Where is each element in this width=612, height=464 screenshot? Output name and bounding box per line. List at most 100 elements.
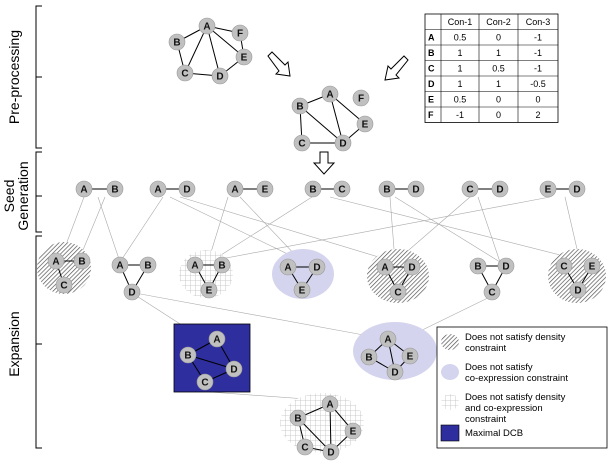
graph-ABCDE-node-a: A	[321, 395, 339, 413]
legend-label: Maximal DCB	[465, 428, 523, 439]
graph-ACD-node-d: D	[403, 258, 421, 276]
table-cell: 0.5	[454, 33, 467, 43]
stage-label-expansion: Expansion	[6, 311, 22, 376]
seed-node-a: A	[75, 180, 93, 198]
table-cell: 0.5	[454, 95, 467, 105]
legend-swatch	[441, 364, 459, 380]
graph-ACD-node-a: A	[376, 258, 394, 276]
graph-maximal-ABCD-node-d: D	[225, 360, 243, 378]
graph-original-node-a: A	[198, 17, 216, 35]
table-cell: 1	[457, 64, 462, 74]
graph-maximal-ABCD-node-b: B	[179, 346, 197, 364]
graph-CDE-node-d: D	[569, 281, 587, 299]
seed-node-b: B	[106, 180, 124, 198]
seed-node-d: D	[178, 180, 196, 198]
svg-text:E: E	[407, 352, 414, 363]
graph-original-node-e: E	[235, 48, 253, 66]
legend-swatch	[441, 394, 459, 410]
svg-text:B: B	[184, 351, 191, 362]
svg-text:D: D	[183, 185, 190, 196]
svg-text:A: A	[384, 335, 391, 346]
svg-text:E: E	[350, 427, 357, 438]
seed-node-e: E	[256, 180, 274, 198]
svg-text:E: E	[362, 120, 369, 131]
table-cell: 0.5	[492, 64, 505, 74]
graph-ABDE-node-e: E	[401, 347, 419, 365]
svg-text:C: C	[298, 139, 305, 150]
graph-ABD-node-b: B	[139, 256, 157, 274]
svg-text:A: A	[381, 263, 388, 274]
table-cell: B	[428, 48, 435, 58]
graph-filtered-node-c: C	[293, 134, 311, 152]
svg-text:B: B	[144, 261, 151, 272]
graph-ABCDE-node-d: D	[322, 443, 340, 461]
graph-original-node-b: B	[168, 33, 186, 51]
stage-label-preprocessing: Pre-processing	[6, 30, 22, 124]
graph-maximal-ABCD-node-c: C	[196, 373, 214, 391]
seed-node-a: A	[149, 180, 167, 198]
svg-text:B: B	[78, 257, 85, 268]
table-cell: 0	[496, 95, 501, 105]
svg-text:C: C	[181, 69, 188, 80]
legend-swatch	[440, 424, 460, 442]
seed-node-d: D	[491, 180, 509, 198]
svg-text:D: D	[339, 139, 346, 150]
svg-text:E: E	[545, 185, 552, 196]
svg-text:D: D	[408, 263, 415, 274]
graph-filtered-node-f: F	[352, 89, 370, 107]
flow-arrows	[267, 51, 409, 175]
legend-item-blue: Maximal DCB	[440, 424, 523, 442]
stage-label-seed-line1: Seed	[1, 180, 17, 213]
graph-maximal-ABCD-node-a: A	[208, 330, 226, 348]
table-cell: -0.5	[530, 79, 546, 89]
svg-text:D: D	[574, 286, 581, 297]
svg-text:A: A	[326, 400, 333, 411]
svg-text:C: C	[394, 288, 401, 299]
table-cell: -1	[534, 48, 542, 58]
svg-text:B: B	[294, 414, 301, 425]
graph-filtered-node-b: B	[291, 97, 309, 115]
seed-node-c: C	[461, 180, 479, 198]
graph-filtered-node-e: E	[356, 115, 374, 133]
graph-BCD-node-d: D	[497, 257, 515, 275]
table-cell: D	[428, 79, 435, 89]
seed-node-b: B	[304, 180, 322, 198]
svg-text:D: D	[327, 448, 334, 459]
svg-text:A: A	[284, 263, 291, 274]
table-cell: F	[428, 110, 434, 120]
svg-text:B: B	[111, 185, 118, 196]
graph-ABE-node-b: B	[213, 256, 231, 274]
table-header-cell: Con-2	[486, 17, 511, 27]
table-cell: C	[428, 64, 435, 74]
svg-text:A: A	[191, 261, 198, 272]
svg-text:B: B	[365, 353, 372, 364]
region-ABCDE	[280, 393, 364, 453]
svg-text:E: E	[262, 185, 269, 196]
svg-text:D: D	[502, 262, 509, 273]
svg-text:A: A	[80, 185, 87, 196]
table-cell: 1	[496, 48, 501, 58]
graph-ABDE-node-a: A	[379, 330, 397, 348]
svg-text:A: A	[326, 90, 333, 101]
svg-text:B: B	[474, 262, 481, 273]
svg-text:F: F	[237, 29, 243, 40]
svg-text:C: C	[301, 443, 308, 454]
table-cell: -1	[534, 64, 542, 74]
graph-filtered: A B F C D E	[291, 85, 374, 152]
stage-brackets	[35, 5, 42, 449]
